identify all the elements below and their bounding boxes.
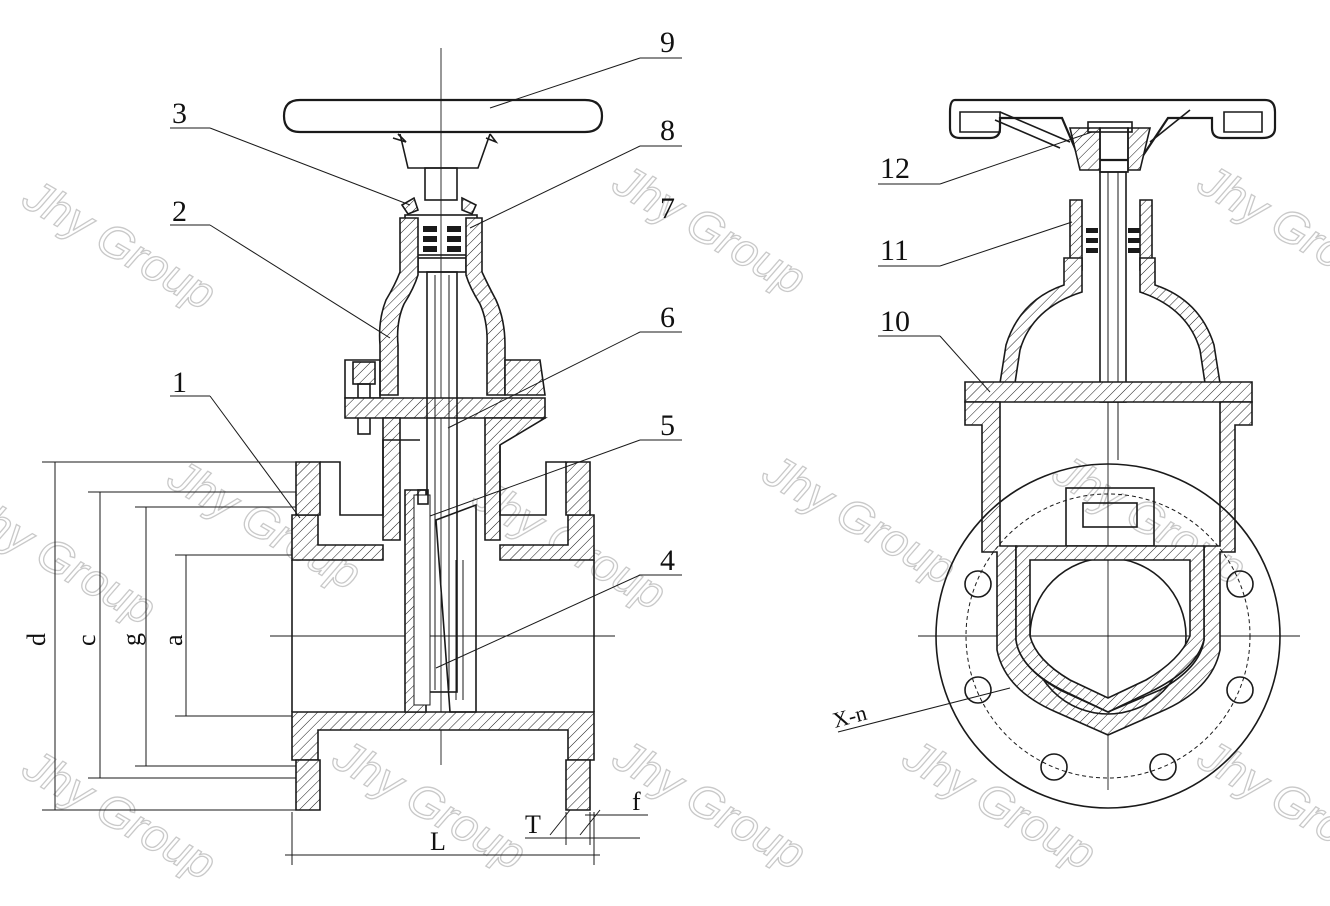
watermark: Jhy Group [324,728,535,880]
watermark: Jhy Group [1189,153,1330,305]
bolt-circle [965,493,1251,779]
dim-label-a: a [159,634,188,646]
part-label-10: 10 [880,305,910,338]
part-label-8: 8 [660,114,675,147]
part-label-12: 12 [880,152,910,185]
dim-label-T: T [525,810,541,839]
dimension-lines [42,461,648,865]
watermark-group: Jhy Group Jhy Group Jhy Group Jhy Group … [0,152,1330,890]
watermark: Jhy Group [14,168,225,320]
bonnet-bolt [352,361,376,385]
gland [400,196,419,215]
part-label-11: 11 [880,234,909,267]
part-label-7: 7 [660,192,675,225]
dim-label-d: d [22,633,51,646]
dim-label-c: c [72,634,101,646]
body-right-wall [499,514,595,561]
handwheel-hub [399,133,491,169]
bonnet-gasket-line [344,397,546,419]
watermark: Jhy Group [159,448,370,600]
leader-lines [170,57,682,669]
handwheel-end [948,98,1277,162]
bonnet-end-right [1139,257,1221,384]
o-rings [423,226,461,252]
flange-right-bottom [565,759,591,811]
end-flange-outer [935,463,1281,809]
flange-left-top [295,461,321,516]
dim-label-L: L [430,827,446,856]
part-label-9: 9 [660,26,675,59]
watermark: Jhy Group [14,738,225,890]
gate-body [435,503,477,713]
o-rings-end [1086,228,1140,253]
part-label-2: 2 [172,195,187,228]
dim-label-g: g [117,633,146,646]
part-label-4: 4 [660,544,675,577]
part-label-6: 6 [660,301,675,334]
handwheel [282,98,604,134]
thrust-collar [417,257,467,273]
stem-nut [417,489,429,505]
stem [426,271,458,693]
body-neck [382,417,401,541]
watermark: Jhy Group [1189,728,1330,880]
leader-lines-end [837,131,1093,733]
stem-top [424,167,458,201]
section-view: 3 2 1 9 8 7 6 5 4 d c g a L T f [22,26,682,865]
stem-end [1099,171,1127,403]
end-view: 12 11 10 X-n [830,98,1300,809]
gate-end [1015,545,1205,713]
dim-label-xn: X-n [830,700,870,733]
body-flange-end [964,381,1253,403]
bonnet [378,217,419,396]
flange-left-bottom [295,759,321,811]
part-label-1: 1 [172,366,187,399]
dim-label-f: f [632,787,641,816]
part-label-5: 5 [660,409,675,442]
part-label-3: 3 [172,97,187,130]
watermark: Jhy Group [604,153,815,305]
watermark: Jhy Group [754,443,965,595]
bonnet-end-left [999,257,1083,384]
stem-nut-end [1099,127,1129,173]
flange-right-top [565,461,591,516]
bolt-holes [964,570,1254,781]
watermark: Jhy Group [0,483,165,635]
